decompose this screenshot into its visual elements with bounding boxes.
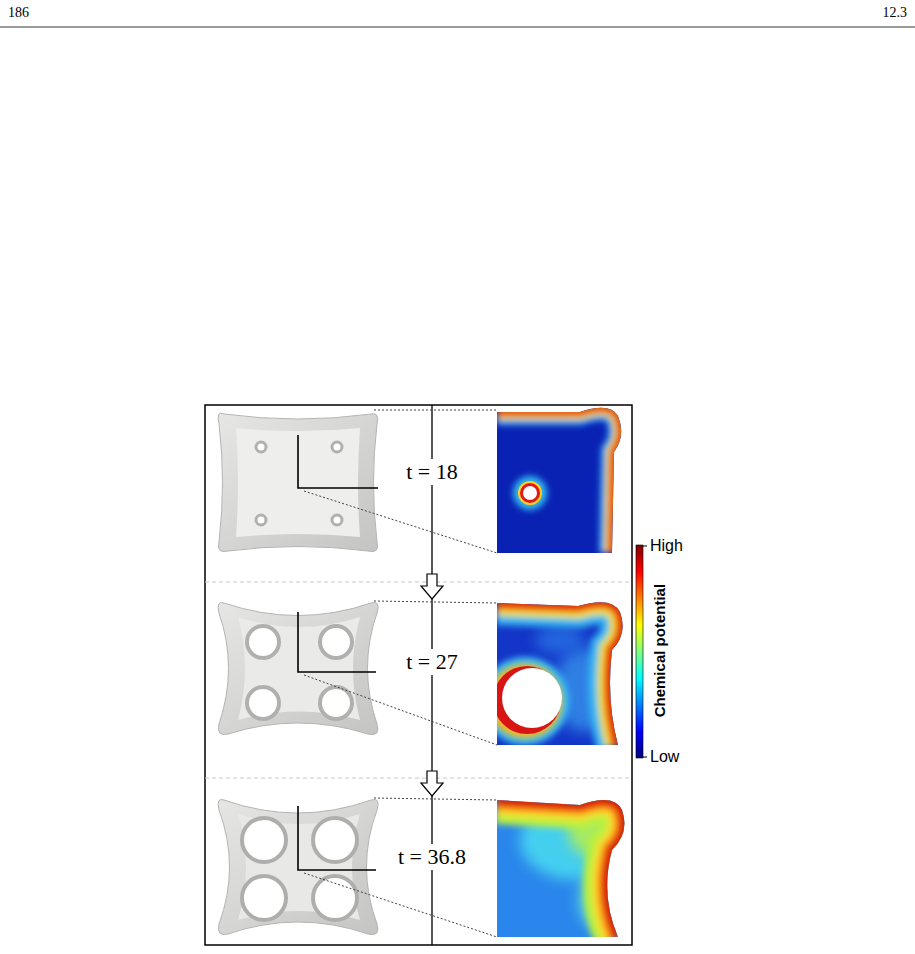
time-label: t = 36.8 [395, 844, 469, 869]
heatmap [490, 395, 630, 560]
section-number: 12.3 [883, 5, 908, 21]
time-label: t = 27 [403, 649, 461, 674]
plate-render [218, 602, 378, 734]
time-arrow [421, 771, 443, 796]
quadrant-marker [298, 435, 378, 870]
header-rule [0, 27, 915, 28]
page-number: 186 [8, 5, 29, 21]
colorbar [636, 545, 643, 758]
colorbar-high: High [650, 537, 683, 555]
row-separator [205, 582, 632, 583]
plate-render [218, 799, 378, 934]
colorbar-tick [643, 546, 647, 757]
colorbar-low: Low [650, 748, 679, 766]
row-separator [205, 778, 632, 779]
time-label: t = 18 [403, 459, 461, 484]
zoom-leader [304, 410, 497, 937]
colorbar-title: Chemical potential [651, 584, 668, 717]
plate-render [218, 413, 378, 551]
time-arrow [421, 574, 443, 599]
heatmap [480, 654, 635, 945]
heatmap [481, 590, 635, 755]
